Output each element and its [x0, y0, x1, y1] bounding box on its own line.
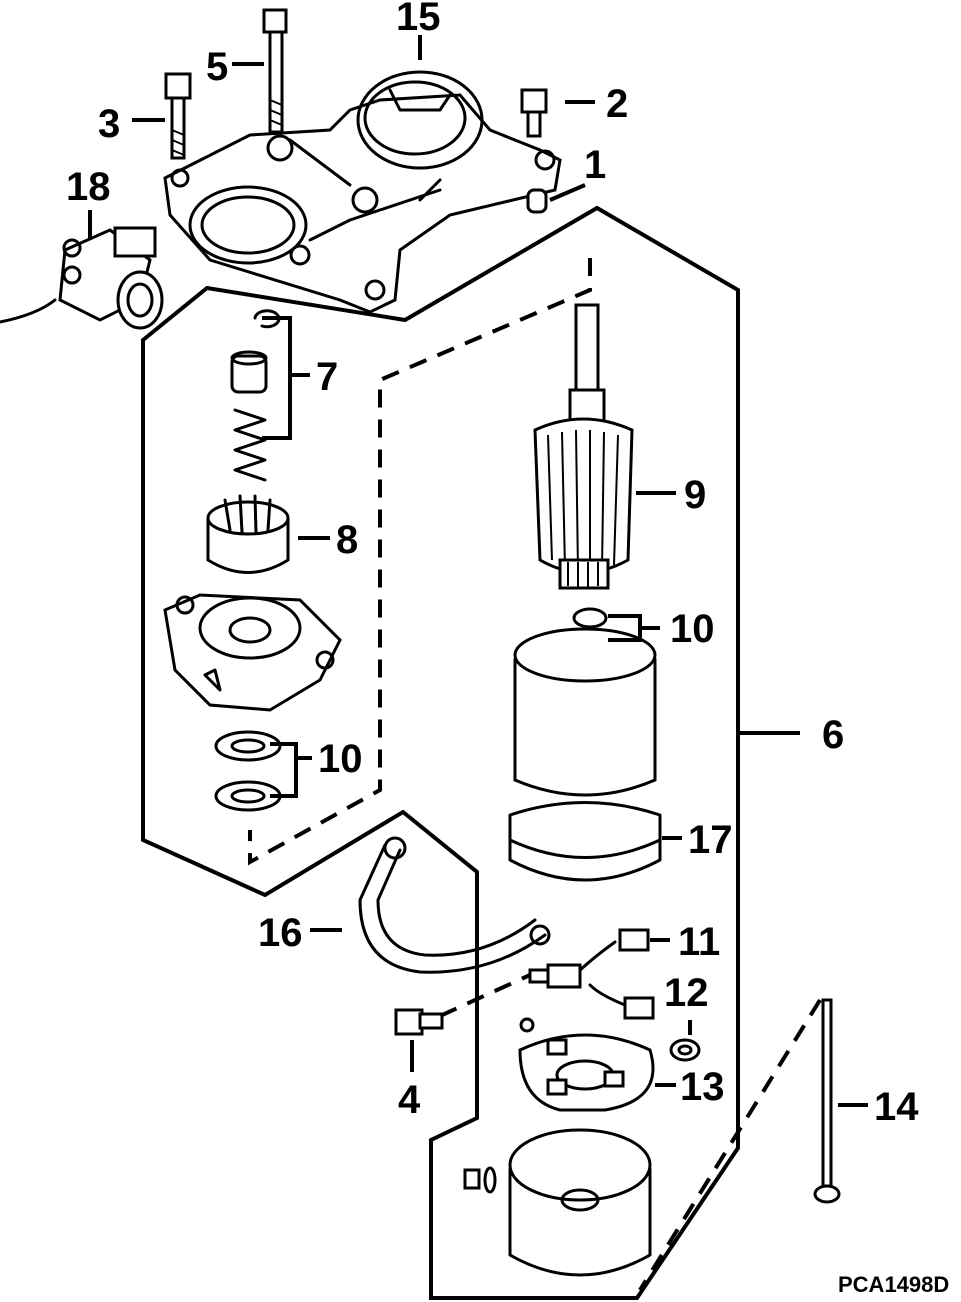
- brush-plate: [518, 1017, 655, 1112]
- field-frame: [513, 627, 657, 797]
- solenoid: [0, 226, 164, 330]
- mounting-strap: [358, 836, 551, 974]
- bolt-2: [520, 88, 548, 138]
- label-1: 1: [584, 143, 606, 187]
- label-10-right: 10: [670, 607, 715, 651]
- pinion-drive: [206, 494, 290, 574]
- thru-bolt-dashed-line: [638, 998, 822, 1292]
- frame-band: [508, 801, 662, 882]
- label-2: 2: [606, 82, 628, 126]
- bolt-3: [164, 72, 192, 160]
- label-10-left: 10: [318, 737, 363, 781]
- label-17: 17: [688, 818, 733, 862]
- bolt-4-dashed-line: [439, 973, 531, 1018]
- label-16: 16: [258, 911, 303, 955]
- figure-code: PCA1498D: [838, 1272, 949, 1297]
- label-9: 9: [684, 473, 706, 517]
- thrust-washers-left: [214, 730, 282, 812]
- bolt-5: [262, 8, 288, 134]
- dowel-pin: [526, 188, 548, 214]
- brush-spring: [669, 1038, 701, 1062]
- label-6: 6: [822, 713, 844, 757]
- label-14: 14: [874, 1085, 919, 1129]
- commutator-end-cap: [463, 1128, 652, 1277]
- drive-end-dashed-outline: [248, 258, 592, 866]
- label-5: 5: [206, 45, 228, 89]
- brush-set: [528, 928, 655, 1020]
- label-12: 12: [664, 971, 709, 1015]
- bolt-4: [394, 1008, 444, 1036]
- label-7: 7: [316, 355, 338, 399]
- armature: [533, 303, 634, 590]
- label-11: 11: [678, 920, 720, 964]
- leader-lines: [88, 35, 868, 1107]
- label-8: 8: [336, 518, 358, 562]
- label-18: 18: [66, 165, 111, 209]
- drive-end-housing: [163, 593, 342, 712]
- drive-retainer-kit: [230, 309, 281, 482]
- thru-bolt: [813, 998, 841, 1204]
- mounting-bracket: [163, 70, 562, 314]
- assembly-6-outline: [141, 205, 740, 1300]
- label-15: 15: [396, 0, 441, 39]
- label-13: 13: [680, 1065, 725, 1109]
- label-3: 3: [98, 102, 120, 146]
- label-4: 4: [398, 1078, 421, 1122]
